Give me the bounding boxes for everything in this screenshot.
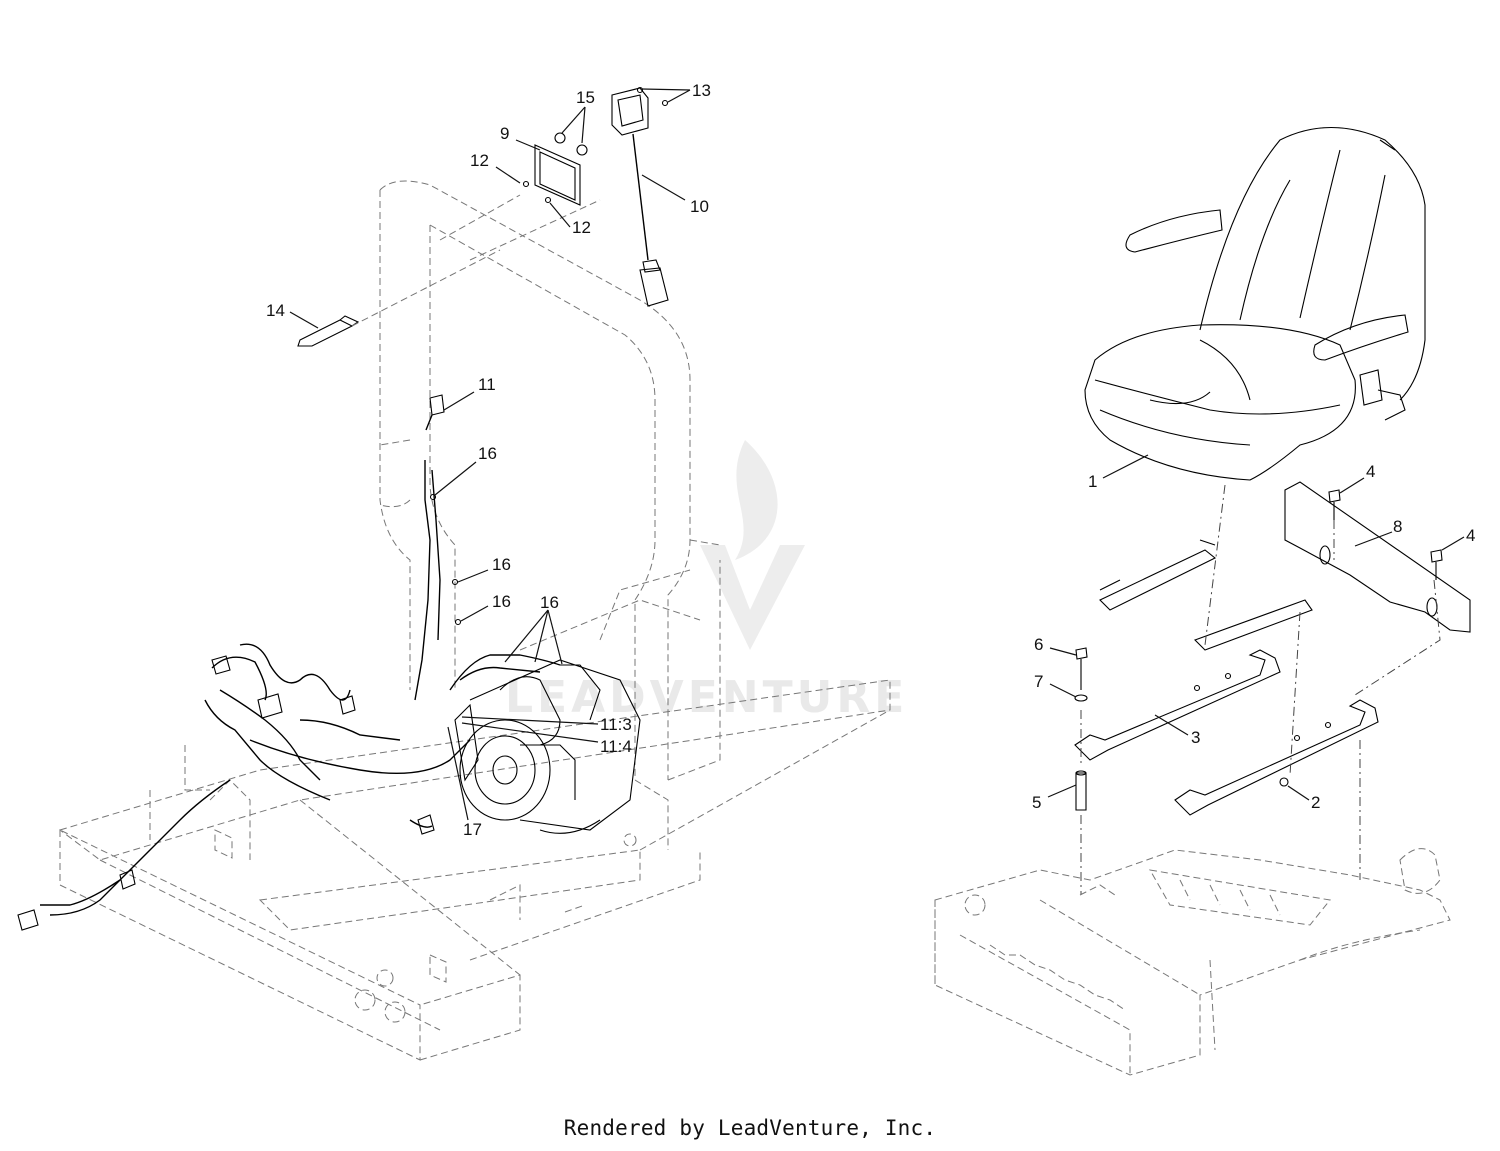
callout-16-a: 16	[478, 444, 497, 463]
callout-4-a: 4	[1366, 462, 1375, 481]
callout-5: 5	[1032, 793, 1041, 812]
callout-13: 13	[692, 81, 711, 100]
left-callouts: 14 9 12 12 15 13 10 11 16 16 16 16 11:3 …	[266, 81, 711, 839]
main-wire-harness	[17, 643, 561, 931]
callout-2: 2	[1311, 793, 1320, 812]
frame-assembly	[58, 679, 891, 1061]
part-10-switch-harness	[611, 86, 669, 307]
callout-16-b: 16	[492, 555, 511, 574]
right-callouts: 1 4 4 8 6 7 3 5 2	[1032, 454, 1475, 812]
watermark: LEADVENTURE	[505, 440, 908, 723]
callout-4-b: 4	[1466, 526, 1475, 545]
part-14-handle	[297, 249, 501, 347]
rops-roll-bar	[379, 180, 721, 850]
callout-1: 1	[1088, 472, 1097, 491]
callout-15: 15	[576, 88, 595, 107]
footer-credit: Rendered by LeadVenture, Inc.	[563, 1116, 937, 1140]
callout-16-c: 16	[492, 592, 511, 611]
callout-6: 6	[1034, 635, 1043, 654]
part-11-connector	[425, 394, 445, 431]
callout-12-bottom: 12	[572, 218, 591, 237]
callout-10: 10	[690, 197, 709, 216]
callout-8: 8	[1393, 517, 1402, 536]
engine	[454, 569, 701, 834]
watermark-text: LEADVENTURE	[505, 672, 908, 723]
callout-17: 17	[463, 820, 482, 839]
callout-7: 7	[1034, 672, 1043, 691]
seat-mounting	[1074, 481, 1471, 895]
callout-11: 11	[478, 375, 496, 394]
wire-harness-rops	[414, 460, 462, 701]
callout-11-4: 11:4	[600, 737, 632, 756]
callout-9: 9	[500, 124, 509, 143]
callout-3: 3	[1191, 728, 1200, 747]
callout-14: 14	[266, 301, 285, 320]
callout-12-top: 12	[470, 151, 489, 170]
floor-pan	[934, 848, 1451, 1076]
callout-11-3: 11:3	[600, 715, 632, 734]
seat	[1084, 127, 1426, 481]
part-9-bracket	[522, 132, 588, 206]
callout-16-d: 16	[540, 593, 559, 612]
